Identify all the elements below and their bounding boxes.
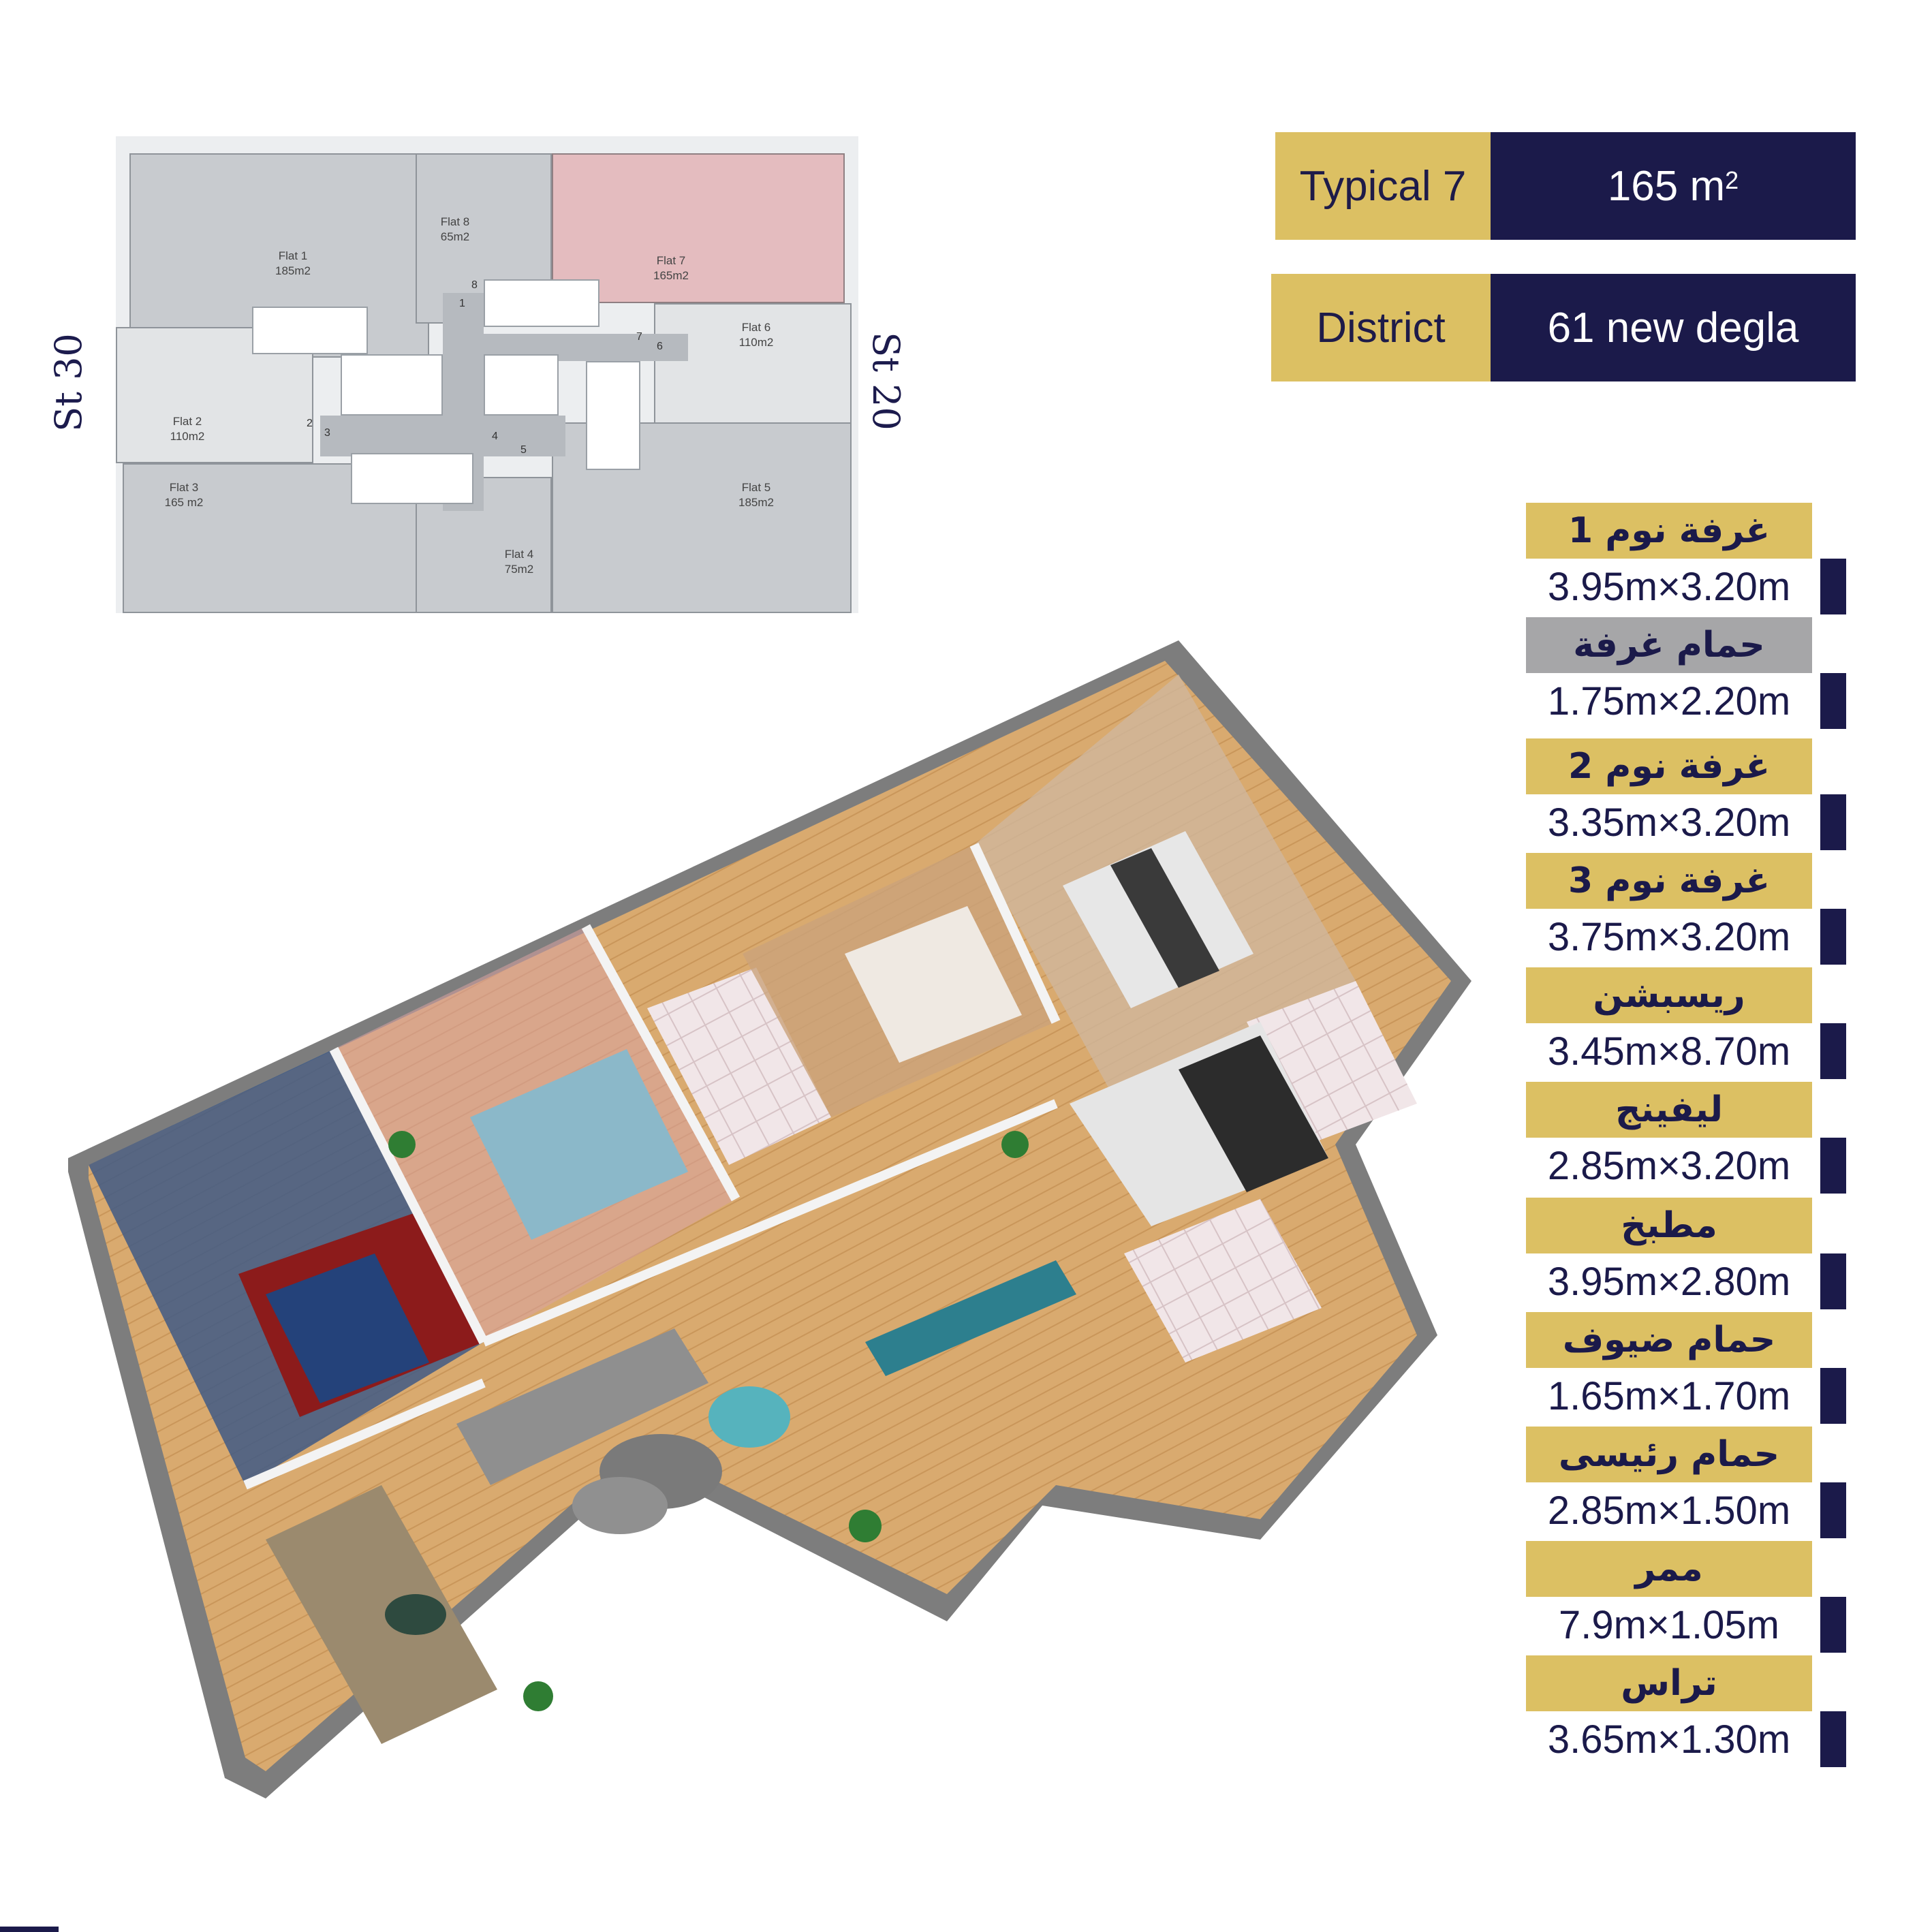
room-name-corridor: ممر (1526, 1541, 1812, 1597)
dim-bar (1820, 673, 1846, 729)
core-number: 3 (324, 427, 330, 439)
typical-label: Typical 7 (1275, 132, 1491, 240)
terrace (266, 1485, 497, 1744)
kitchen-counter (1179, 1035, 1328, 1192)
light-well (252, 307, 368, 354)
room-name-guest-bath: حمام ضيوف (1526, 1312, 1812, 1368)
core-number: 2 (307, 418, 313, 429)
dim-bar (1820, 1368, 1846, 1424)
core-number: 5 (520, 444, 527, 456)
dim-bar (1820, 559, 1846, 614)
dim-bar (1820, 1711, 1846, 1767)
dim-bar (1820, 909, 1846, 965)
plant-icon (388, 1131, 416, 1158)
room-dim-bedroom-3: 3.75m×3.20m (1547, 914, 1791, 959)
corner-mark (0, 1927, 59, 1932)
dim-bar (1820, 1253, 1846, 1309)
room-dim-kitchen: 3.95m×2.80m (1547, 1259, 1791, 1304)
light-well (484, 279, 599, 327)
room-name-bedroom-1: غرفة نوم 1 (1526, 503, 1812, 559)
room-dim-corridor: 7.9m×1.05m (1558, 1602, 1779, 1647)
flat-7-block[interactable] (552, 153, 845, 303)
sofa (456, 1328, 708, 1485)
dim-bar (1820, 1023, 1846, 1079)
room-name-living: ليفينج (1526, 1082, 1812, 1138)
district-value: 61 new degla (1491, 274, 1856, 381)
area-unit-superscript: 2 (1725, 166, 1739, 194)
light-well (351, 453, 473, 504)
plant-icon (849, 1510, 882, 1542)
isometric-floor-plan-render (68, 640, 1471, 1798)
bed (266, 1253, 429, 1403)
street-label-right: St 20 (864, 332, 907, 431)
dim-bar (1820, 1597, 1846, 1653)
area-number: 165 m (1607, 162, 1726, 210)
bed (470, 1049, 688, 1240)
room-name-master-bath: حمام رئيسى (1526, 1427, 1812, 1482)
room-name-bedroom-2: غرفة نوم 2 (1526, 738, 1812, 794)
dim-bar (1820, 794, 1846, 850)
room-dim-master-bath: 2.85m×1.50m (1547, 1488, 1791, 1533)
bed-runner (1110, 848, 1219, 988)
plant-icon (1001, 1131, 1029, 1158)
armchair (708, 1386, 790, 1448)
core-number: 4 (492, 431, 498, 442)
light-well (586, 361, 640, 470)
room-name-ensuite-bath: حمام غرفة (1526, 617, 1812, 673)
interior-walls (243, 843, 1061, 1490)
district-label: District (1271, 274, 1491, 381)
room-name-kitchen: مطبخ (1526, 1198, 1812, 1253)
room-dim-terrace: 3.65m×1.30m (1547, 1717, 1791, 1762)
room-dim-guest-bath: 1.65m×1.70m (1547, 1373, 1791, 1418)
core-corridor (320, 416, 565, 456)
bathroom-ensuite (647, 967, 831, 1165)
stair-well (484, 354, 559, 416)
room-name-terrace: تراس (1526, 1655, 1812, 1711)
dim-bar (1820, 1482, 1846, 1538)
core-number: 6 (657, 341, 663, 352)
stair-well (341, 354, 443, 416)
guest-bathroom (1124, 1199, 1322, 1362)
room-dim-ensuite-bath: 1.75m×2.20m (1547, 679, 1791, 723)
terrace-table (385, 1594, 446, 1635)
room-dim-reception: 3.45m×8.70m (1547, 1029, 1791, 1074)
room-name-reception: ريسبشن (1526, 967, 1812, 1023)
room-name-bedroom-3: غرفة نوم 3 (1526, 853, 1812, 909)
plant-icon (523, 1681, 553, 1711)
core-number: 1 (459, 298, 465, 309)
core-number: 8 (471, 279, 478, 291)
core-number: 7 (636, 331, 642, 343)
street-label-left: St 30 (46, 333, 90, 432)
room-dim-bedroom-2: 3.35m×3.20m (1547, 800, 1791, 845)
coffee-table (572, 1477, 668, 1534)
dim-bar (1820, 1138, 1846, 1194)
room-dim-living: 2.85m×3.20m (1547, 1143, 1791, 1188)
district-row: District 61 new degla (1271, 274, 1856, 381)
dining-table (865, 1260, 1076, 1376)
room-dim-bedroom-1: 3.95m×3.20m (1547, 564, 1791, 609)
living-rug (845, 906, 1022, 1063)
